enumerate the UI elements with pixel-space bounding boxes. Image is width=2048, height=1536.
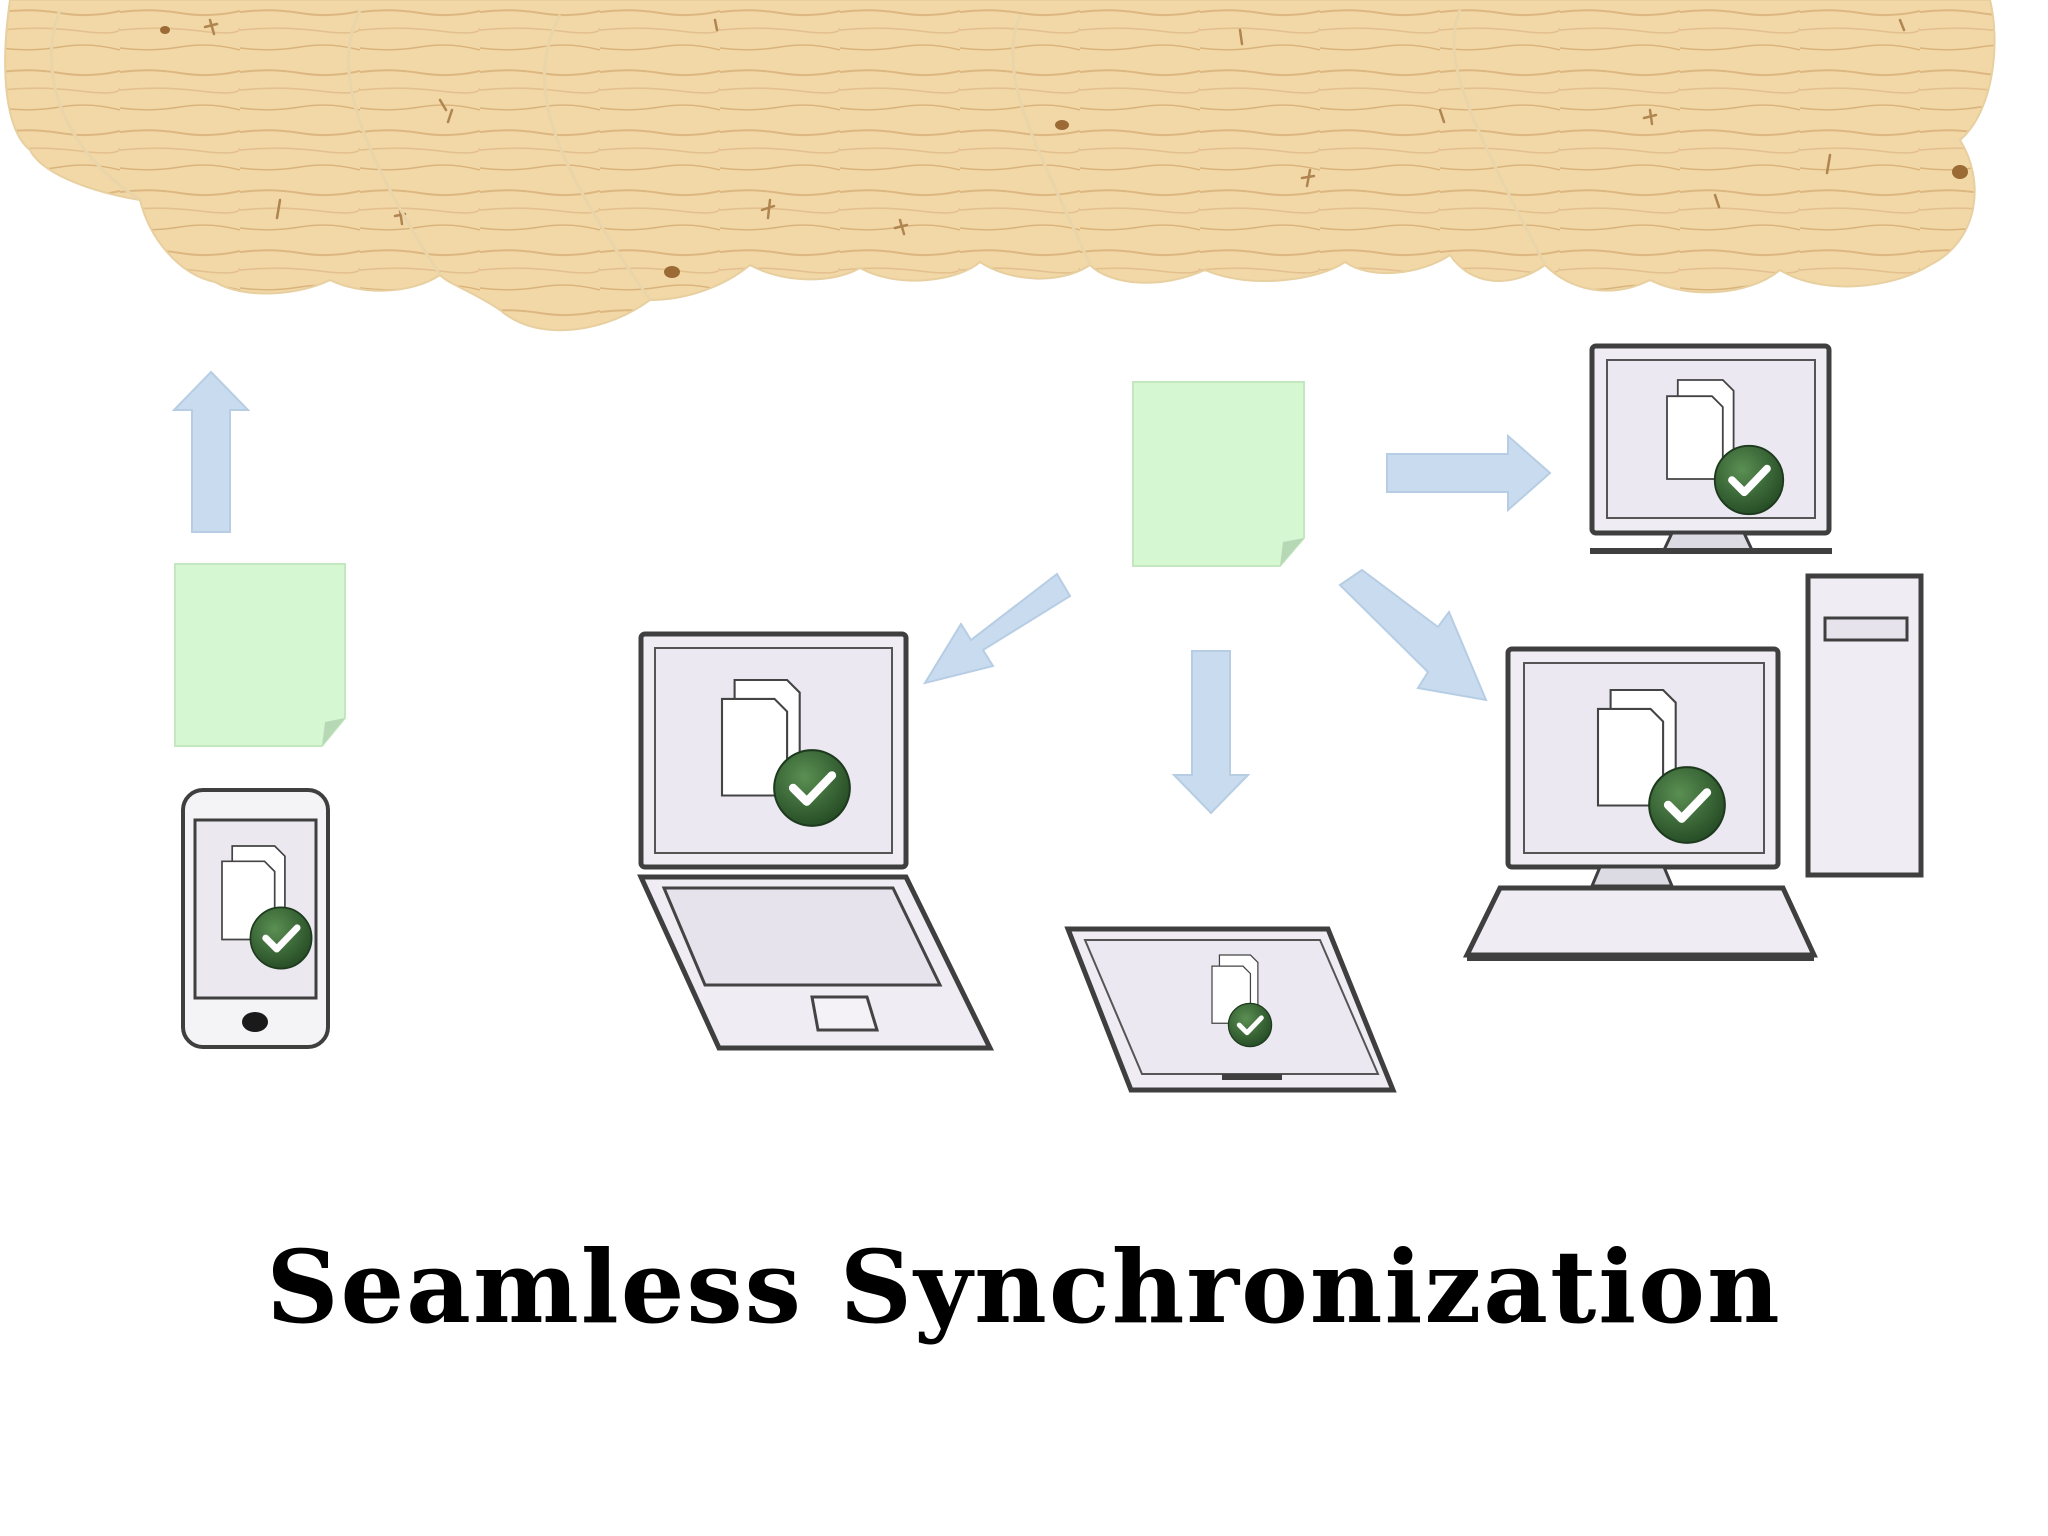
monitor-icon [1589, 343, 1832, 554]
sticky-note-icon [174, 563, 346, 747]
tablet-icon [1064, 926, 1397, 1093]
sticky-note-icon [1132, 381, 1305, 567]
wooden-cloud-icon [4, 0, 1996, 332]
laptop-icon [637, 631, 995, 1051]
sync-arrow-icon [922, 433, 1552, 815]
diagram-caption: Seamless Synchronization [266, 1228, 1782, 1346]
upload-arrow-icon [171, 370, 251, 533]
smartphone-icon [181, 788, 330, 1049]
desktop-computer-icon [1462, 573, 1924, 961]
